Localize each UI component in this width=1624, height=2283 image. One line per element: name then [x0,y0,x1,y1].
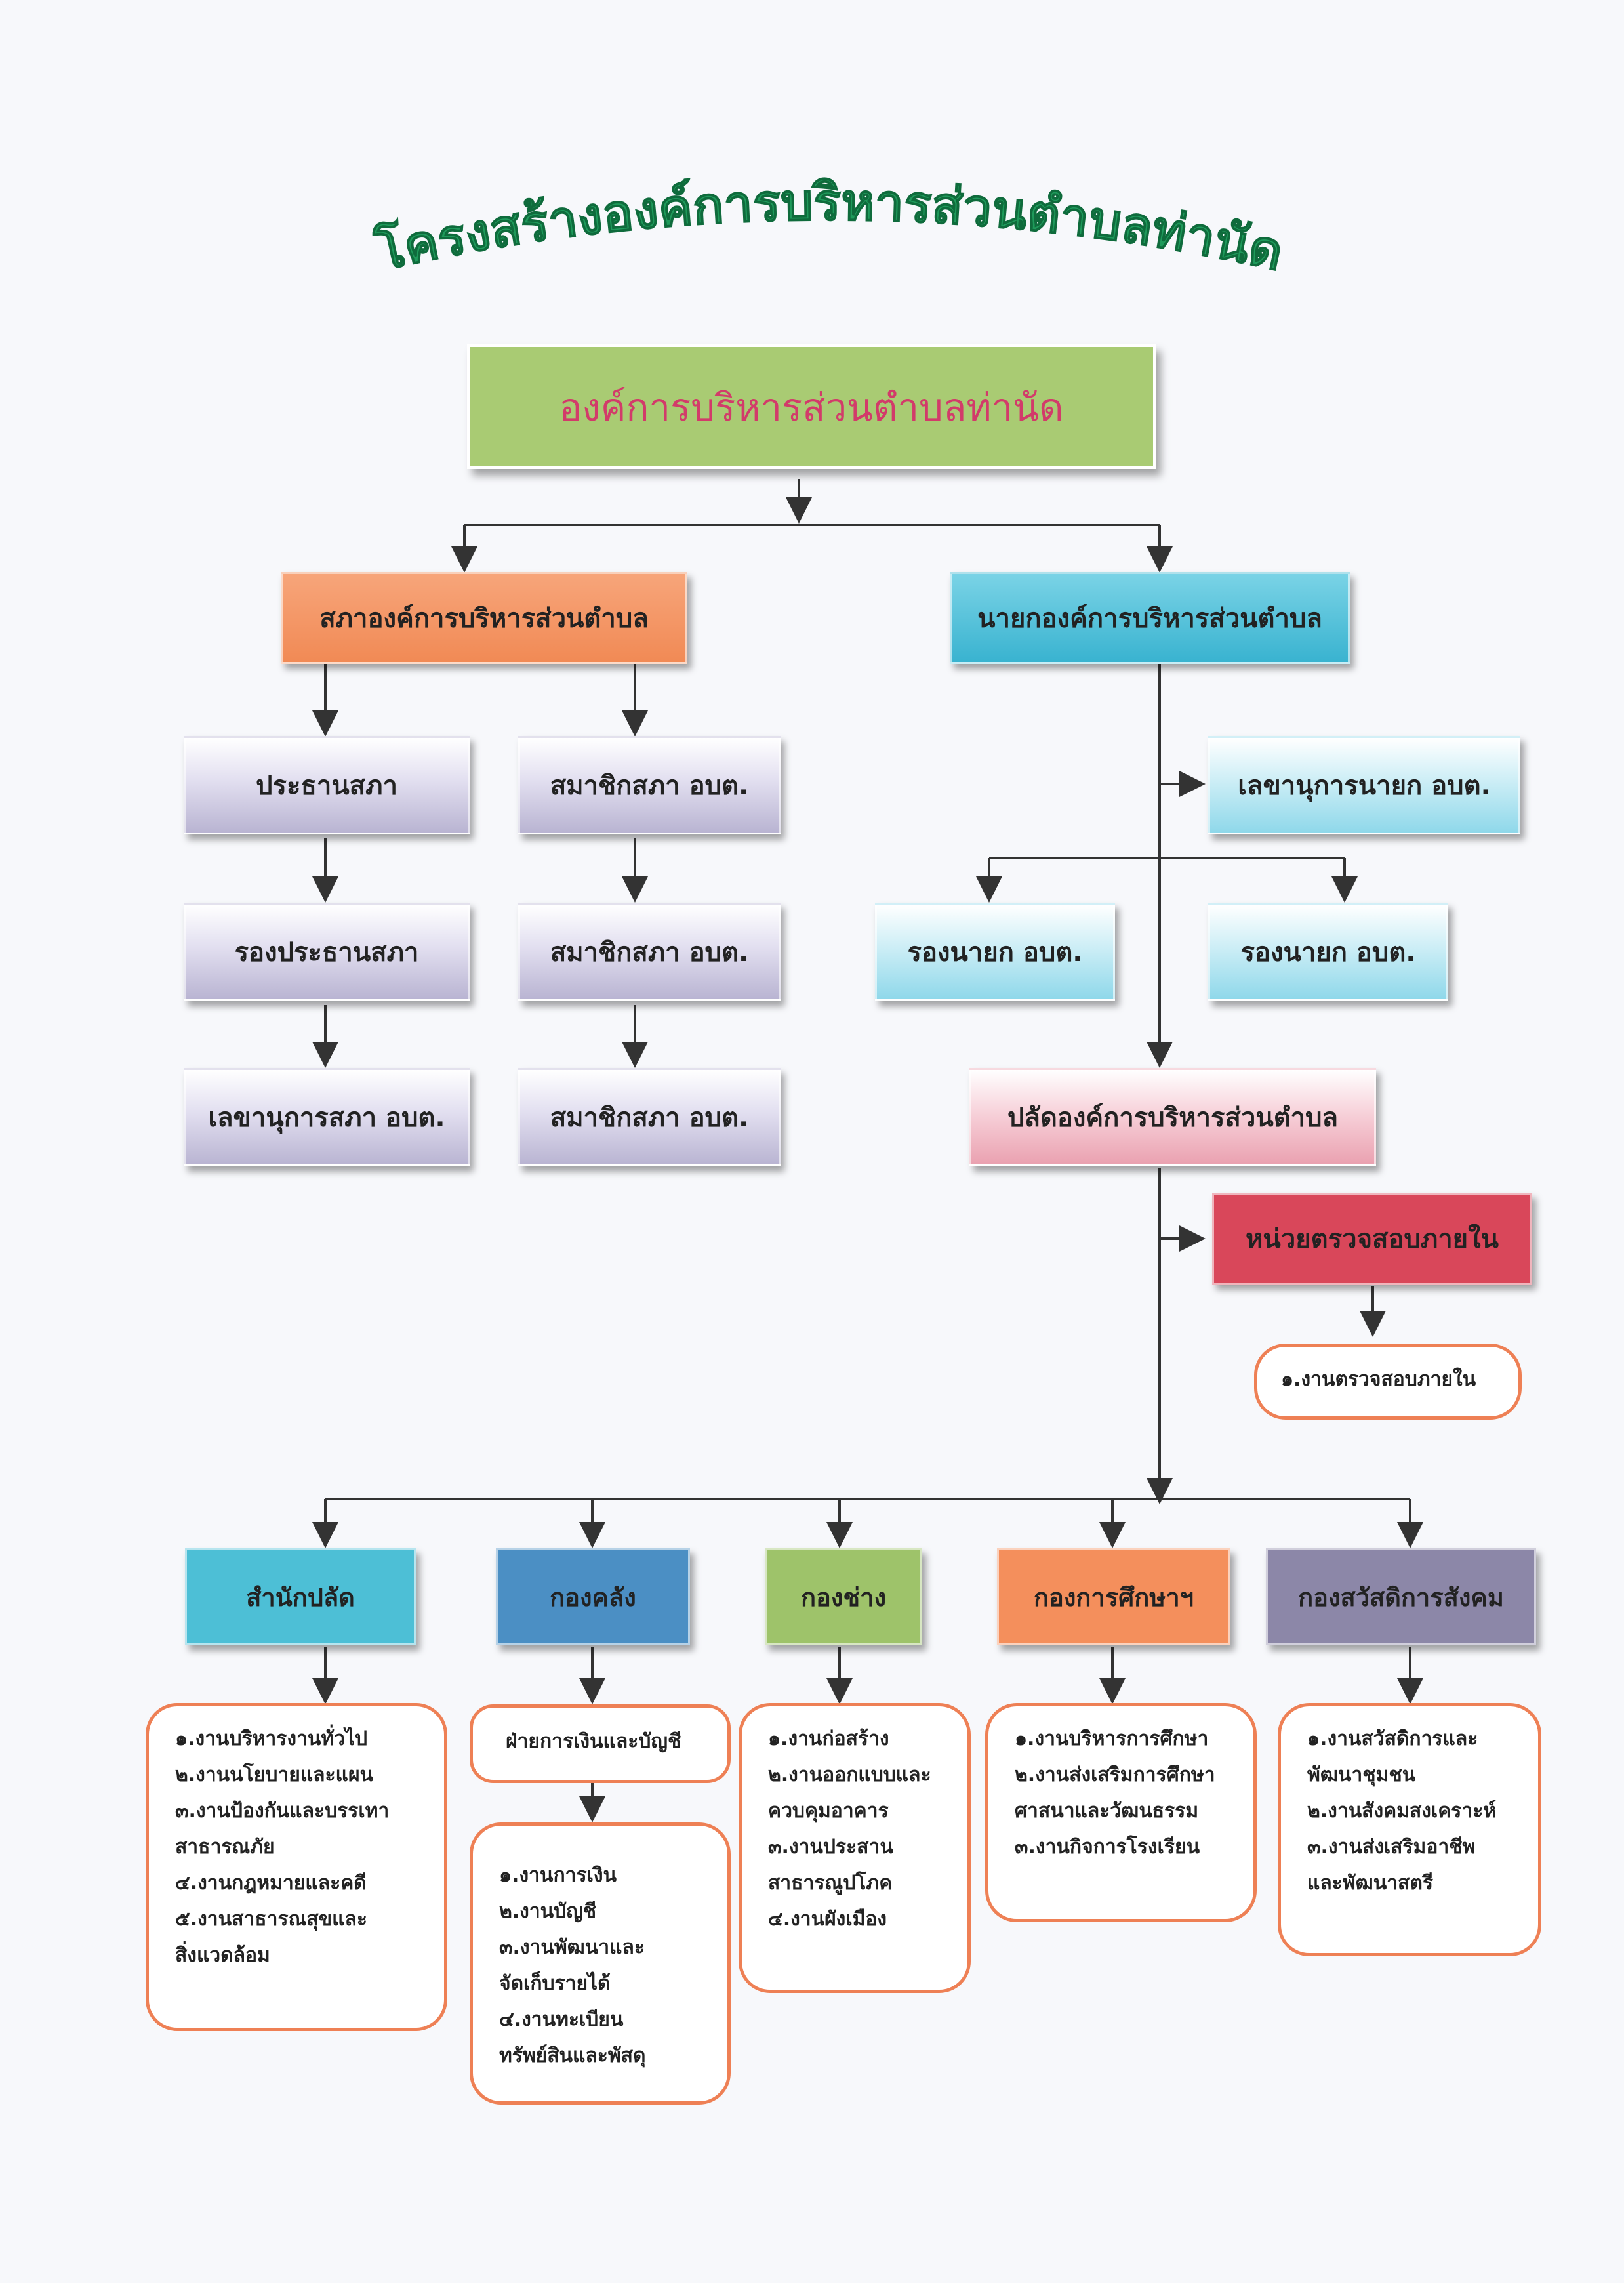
audit-task-item: ๑.งานตรวจสอบภายใน [1281,1368,1476,1391]
top-org-box: องค์การบริหารส่วนตำบลท่านัด [467,344,1156,469]
task-item: ๑.งานบริหารงานทั่วไป [175,1727,368,1750]
chart-title: โครงสร้างองค์การบริหารส่วนตำบลท่านัด [369,173,1289,283]
council-box: สภาองค์การบริหารส่วนตำบล [281,572,687,664]
dept-tasks-finance: ๑.งานการเงิน ๒.งานบัญชี ๓.งานพัฒนาและ จั… [470,1822,731,2105]
dept-label-office: สำนักปลัด [246,1582,355,1612]
chart-title-text: โครงสร้างองค์การบริหารส่วนตำบลท่านัด [369,173,1289,283]
council-member-label-1: สมาชิกสภา อบต. [550,771,749,801]
task-item: ๓.งานประสาน [768,1836,893,1859]
task-item: สาธารณภัย [175,1836,275,1859]
council-vice-president-box: รองประธานสภา [184,903,470,1001]
deputy-mayor-label-1: รองนายก อบต. [907,937,1083,968]
council-member-box-3: สมาชิกสภา อบต. [518,1068,781,1166]
task-item: ๓.งานส่งเสริมอาชีพ [1307,1836,1476,1859]
task-item: ๒.งานสังคมสงเคราะห์ [1307,1800,1497,1822]
dept-label-education: กองการศึกษาฯ [1034,1582,1194,1612]
task-item: ๓.งานพัฒนาและ [499,1936,645,1959]
dept-tasks-education: ๑.งานบริหารการศึกษา ๒.งานส่งเสริมการศึกษ… [985,1703,1257,1922]
task-item: ๕.งานสาธารณสุขและ [175,1908,368,1931]
top-org-label: องค์การบริหารส่วนตำบลท่านัด [559,384,1064,430]
task-item: ๑.งานบริหารการศึกษา [1015,1727,1209,1750]
task-item: ทรัพย์สินและพัสดุ [499,2044,646,2067]
dept-label-engineering: กองช่าง [800,1582,887,1612]
mayor-secretary-box: เลขานุการนายก อบต. [1208,736,1520,834]
task-item: ๔.งานผังเมือง [768,1908,887,1931]
task-item: ๔.งานกฎหมายและคดี [175,1872,367,1895]
task-item: สาธารณูปโภค [768,1872,893,1895]
task-item: และพัฒนาสตรี [1307,1872,1433,1895]
task-item: ๑.งานสวัสดิการและ [1307,1727,1478,1750]
svg-text:โครงสร้างองค์การบริหารส่วนตำบล: โครงสร้างองค์การบริหารส่วนตำบลท่านัด [370,173,1288,283]
council-president-box: ประธานสภา [184,736,470,834]
deputy-mayor-box-2: รองนายก อบต. [1208,903,1448,1001]
deputy-mayor-box-1: รองนายก อบต. [875,903,1115,1001]
task-item: ๓.งานป้องกันและบรรเทา [175,1800,390,1822]
internal-audit-box: หน่วยตรวจสอบภายใน [1212,1193,1532,1285]
dept-tasks-engineering: ๑.งานก่อสร้าง ๒.งานออกแบบและ ควบคุมอาคาร… [739,1703,971,1993]
council-secretary-box: เลขานุการสภา อบต. [184,1068,470,1166]
task-item: ๔.งานทะเบียน [499,2008,624,2031]
dept-tasks-welfare: ๑.งานสวัสดิการและ พัฒนาชุมชน ๒.งานสังคมส… [1278,1703,1541,1956]
council-member-label-2: สมาชิกสภา อบต. [550,937,749,968]
mayor-label: นายกองค์การบริหารส่วนตำบล [977,604,1322,634]
task-item: ๒.งานออกแบบและ [768,1763,931,1786]
dept-tasks-office: ๑.งานบริหารงานทั่วไป ๒.งานนโยบายและแผน ๓… [146,1703,447,2031]
task-item: ๒.งานส่งเสริมการศึกษา [1015,1763,1215,1786]
council-vice-president-label: รองประธานสภา [234,937,419,968]
task-item: พัฒนาชุมชน [1307,1763,1416,1786]
council-label: สภาองค์การบริหารส่วนตำบล [319,604,649,634]
task-item: ๒.งานบัญชี [499,1900,597,1923]
task-item: ๑.งานการเงิน [499,1864,617,1887]
finance-section-box: ฝ่ายการเงินและบัญชี [470,1704,731,1783]
dept-box-finance: กองคลัง [496,1548,690,1645]
task-item: จัดเก็บรายได้ [499,1972,611,1995]
chief-box: ปลัดองค์การบริหารส่วนตำบล [969,1068,1376,1166]
dept-box-engineering: กองช่าง [765,1548,922,1645]
dept-box-welfare: กองสวัสดิการสังคม [1266,1548,1536,1645]
dept-label-finance: กองคลัง [550,1582,636,1612]
task-item: ควบคุมอาคาร [768,1800,889,1822]
deputy-mayor-label-2: รองนายก อบต. [1240,937,1416,968]
task-item: ๑.งานก่อสร้าง [768,1727,889,1750]
council-president-label: ประธานสภา [256,771,397,801]
internal-audit-tasks: ๑.งานตรวจสอบภายใน [1254,1344,1522,1420]
dept-label-welfare: กองสวัสดิการสังคม [1298,1582,1504,1612]
dept-box-office: สำนักปลัด [185,1548,416,1645]
task-item: สิ่งแวดล้อม [175,1944,270,1967]
internal-audit-label: หน่วยตรวจสอบภายใน [1246,1224,1499,1254]
council-member-box-2: สมาชิกสภา อบต. [518,903,781,1001]
task-item: ๓.งานกิจการโรงเรียน [1015,1836,1200,1859]
finance-section-label: ฝ่ายการเงินและบัญชี [506,1730,681,1753]
chief-label: ปลัดองค์การบริหารส่วนตำบล [1007,1103,1339,1133]
council-secretary-label: เลขานุการสภา อบต. [208,1103,445,1133]
council-member-box-1: สมาชิกสภา อบต. [518,736,781,834]
council-member-label-3: สมาชิกสภา อบต. [550,1103,749,1133]
task-item: ศาสนาและวัฒนธรรม [1015,1800,1199,1822]
mayor-secretary-label: เลขานุการนายก อบต. [1238,771,1491,801]
mayor-box: นายกองค์การบริหารส่วนตำบล [950,572,1350,664]
task-item: ๒.งานนโยบายและแผน [175,1763,374,1786]
dept-box-education: กองการศึกษาฯ [997,1548,1230,1645]
